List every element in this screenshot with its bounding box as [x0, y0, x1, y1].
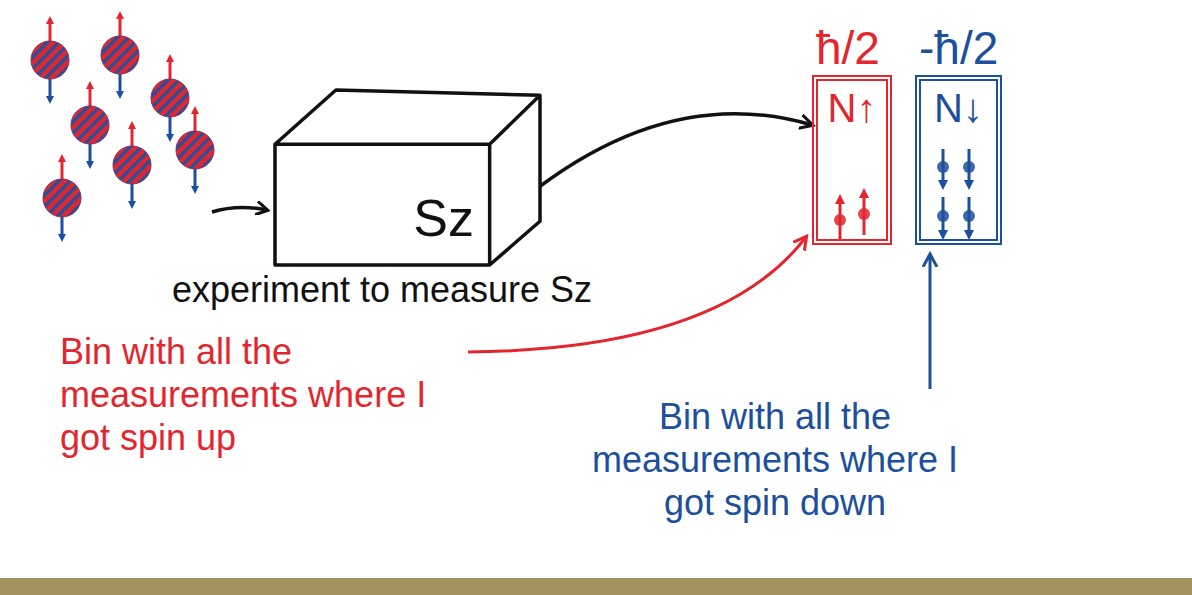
operator-label: Sz	[413, 189, 474, 249]
spin-particle	[71, 85, 109, 165]
spin-down-bin: -ħ/2N↓	[915, 75, 1002, 245]
spin-arrow	[963, 149, 975, 185]
cuboid-outline	[275, 90, 540, 265]
eigenvalue-label: -ħ/2	[919, 22, 998, 75]
eigenvalue-label: ħ/2	[816, 22, 880, 75]
spin-up-bin: ħ/2N↑	[812, 75, 892, 245]
spin-particle	[31, 20, 69, 100]
bin-note: Bin with all the measurements where I go…	[60, 330, 460, 460]
spin-particle	[151, 58, 189, 138]
spin-arrow	[937, 197, 949, 235]
spin-particle	[43, 158, 81, 238]
flow-arrow	[540, 114, 812, 187]
spin-arrow	[963, 197, 975, 235]
leader-line	[929, 255, 932, 389]
spin-arrow	[858, 193, 870, 235]
spin-particle	[176, 110, 214, 190]
spin-arrow	[834, 199, 846, 241]
spin-arrow	[937, 149, 949, 185]
footer-band	[0, 578, 1192, 595]
spin-particle	[113, 125, 151, 205]
bin-note: Bin with all the measurements where I go…	[575, 395, 975, 525]
count-label: N↓	[921, 85, 996, 131]
count-label: N↑	[818, 85, 886, 131]
spin-particle	[101, 15, 139, 95]
experiment-box: Szexperiment to measure Sz	[275, 90, 540, 265]
experiment-caption: experiment to measure Sz	[172, 269, 592, 310]
input-arrow	[212, 207, 266, 212]
cuboid-edge	[275, 90, 540, 265]
